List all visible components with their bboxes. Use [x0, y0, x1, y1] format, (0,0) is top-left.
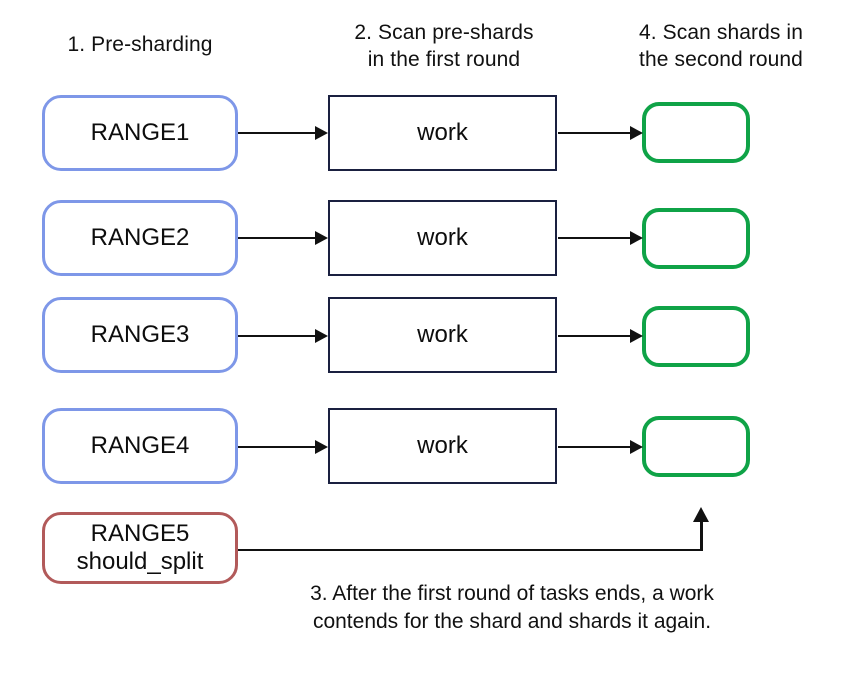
arrowhead-range5-to-second-round-icon — [693, 507, 709, 522]
arrowhead-work1-to-shard1-icon — [630, 126, 643, 140]
arrowhead-range1-to-work1-icon — [315, 126, 328, 140]
range-node-5-flag: should_split — [76, 548, 204, 575]
connector-work2-to-shard2 — [558, 237, 632, 239]
connector-work4-to-shard4 — [558, 446, 632, 448]
column-header-first-round: 2. Scan pre-shards in the first round — [354, 21, 534, 71]
shard-node-3[interactable] — [642, 306, 750, 367]
range-node-5-should-split[interactable]: RANGE5 should_split — [42, 512, 238, 584]
column-header-second-round: 4. Scan shards in the second round — [639, 21, 803, 71]
range-node-4[interactable]: RANGE4 — [42, 408, 238, 484]
shard-node-4[interactable] — [642, 416, 750, 477]
range-node-1[interactable]: RANGE1 — [42, 95, 238, 171]
range-node-2[interactable]: RANGE2 — [42, 200, 238, 276]
connector-range2-to-work2 — [238, 237, 316, 239]
shard-node-2[interactable] — [642, 208, 750, 269]
range-node-5-name: RANGE5 — [90, 520, 190, 548]
connector-range3-to-work3 — [238, 335, 316, 337]
connector-work3-to-shard3 — [558, 335, 632, 337]
connector-range5-vertical — [700, 521, 703, 551]
caption-second-round-resharding: 3. After the first round of tasks ends, … — [310, 582, 714, 634]
arrowhead-work2-to-shard2-icon — [630, 231, 643, 245]
column-header-pre-sharding: 1. Pre-sharding — [67, 33, 213, 56]
arrowhead-range2-to-work2-icon — [315, 231, 328, 245]
arrowhead-range4-to-work4-icon — [315, 440, 328, 454]
connector-range5-horizontal — [238, 549, 703, 551]
work-node-3[interactable]: work — [328, 297, 557, 373]
work-node-4[interactable]: work — [328, 408, 557, 484]
work-node-1[interactable]: work — [328, 95, 557, 171]
arrowhead-range3-to-work3-icon — [315, 329, 328, 343]
range-node-3[interactable]: RANGE3 — [42, 297, 238, 373]
shard-node-1[interactable] — [642, 102, 750, 163]
connector-range4-to-work4 — [238, 446, 316, 448]
arrowhead-work3-to-shard3-icon — [630, 329, 643, 343]
connector-work1-to-shard1 — [558, 132, 632, 134]
connector-range1-to-work1 — [238, 132, 316, 134]
arrowhead-work4-to-shard4-icon — [630, 440, 643, 454]
work-node-2[interactable]: work — [328, 200, 557, 276]
